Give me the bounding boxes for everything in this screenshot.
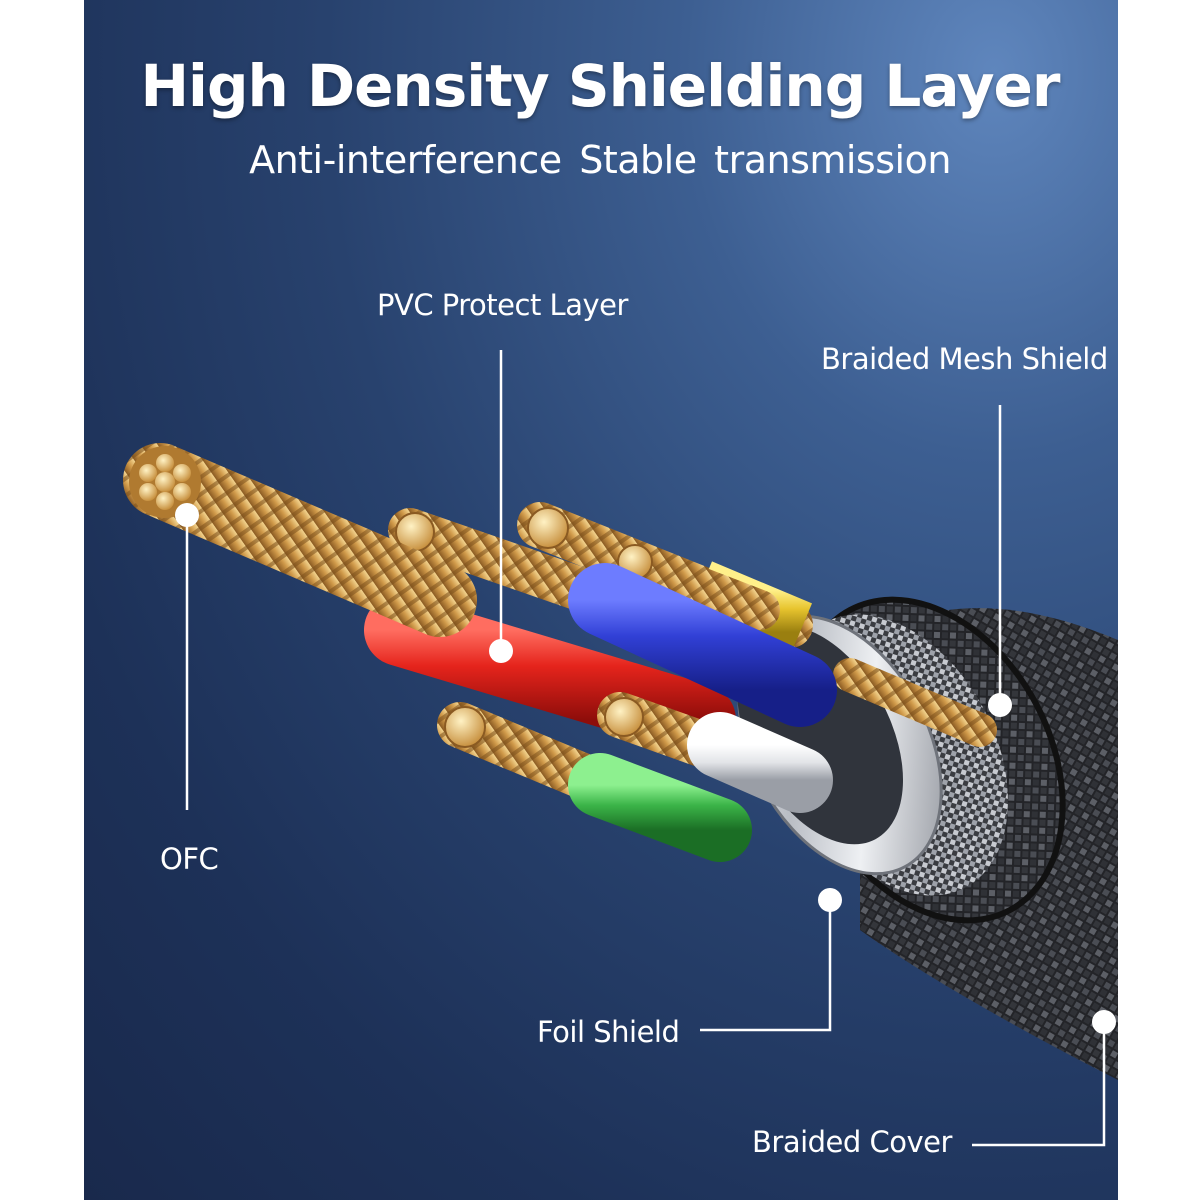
label-foil-shield: Foil Shield xyxy=(537,1015,680,1049)
label-braided-mesh-shield: Braided Mesh Shield xyxy=(821,342,1108,376)
label-braided-cover: Braided Cover xyxy=(752,1125,952,1159)
page-subtitle: Anti-interference Stable transmission xyxy=(249,138,951,182)
blue-wire xyxy=(388,508,837,727)
ofc-copper-conductor xyxy=(123,443,477,637)
yellow-wire-strand-end xyxy=(527,507,569,549)
mesh-callout-dot xyxy=(988,693,1012,717)
label-ofc: OFC xyxy=(160,842,219,876)
callout-dots xyxy=(175,503,1116,1034)
foil-callout-line xyxy=(700,900,832,1032)
green-wire xyxy=(437,702,752,862)
foil-callout-dot xyxy=(818,888,842,912)
cover-callout-dot xyxy=(1092,1010,1116,1034)
cover-callout-line xyxy=(972,1022,1106,1147)
bare-drain-wire xyxy=(833,658,997,747)
callout-lines xyxy=(185,350,1106,1147)
ofc-strand-end xyxy=(129,446,201,518)
label-pvc-protect-layer: PVC Protect Layer xyxy=(377,288,628,322)
white-wire xyxy=(597,692,833,813)
ofc-callout-dot xyxy=(175,503,199,527)
page-title: High Density Shielding Layer xyxy=(140,52,1061,120)
pvc-callout-dot xyxy=(489,639,513,663)
